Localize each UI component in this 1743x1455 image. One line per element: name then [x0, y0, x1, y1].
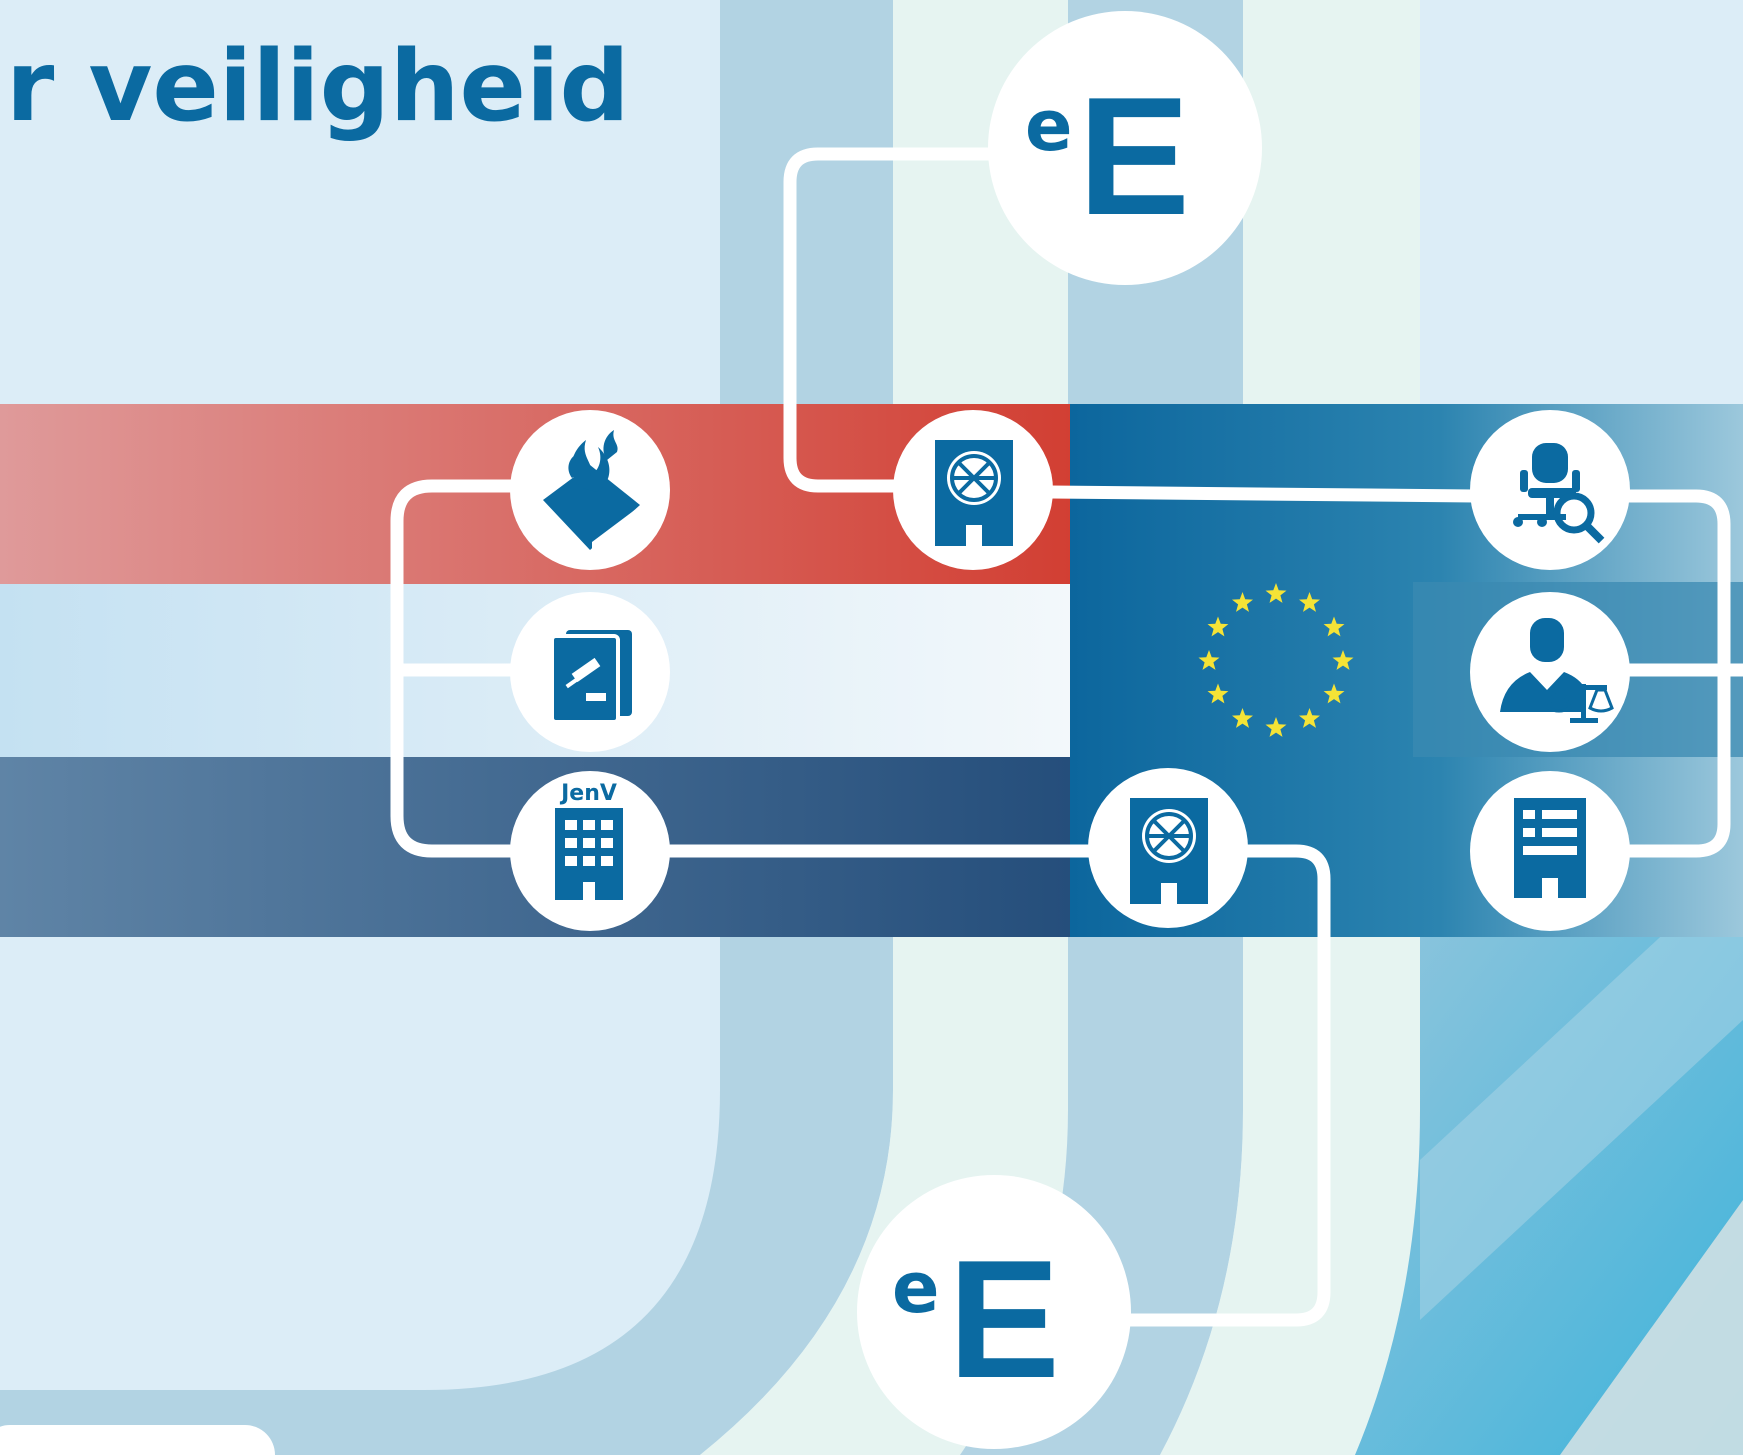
- node-police: [510, 410, 670, 570]
- office-building-icon: [1514, 798, 1586, 898]
- ee-badge-bottom-big: E: [948, 1225, 1060, 1413]
- connector-lines: [390, 147, 1743, 1327]
- ministry-label: JenV: [559, 781, 617, 806]
- node-eu-investigator: [1470, 410, 1630, 570]
- bottom-left-tab: [0, 1425, 275, 1455]
- gavel-book-icon: [550, 630, 632, 724]
- node-eu-office: [1470, 771, 1630, 931]
- police-flame-icon: [543, 430, 640, 552]
- node-eu-prosecutor: [1470, 592, 1630, 752]
- eu-star: [1207, 683, 1229, 704]
- eu-star: [1232, 708, 1253, 728]
- node-judiciary: [510, 592, 670, 752]
- investigation-chair-icon: [1513, 443, 1605, 544]
- eu-stars-circle-icon: [1198, 583, 1354, 737]
- connector-eu-embassy-bottom-ee: [1130, 844, 1331, 1327]
- prosecutor-scales-icon: [1500, 618, 1614, 723]
- node-nl-embassy: [893, 410, 1053, 570]
- ministry-building-icon: [555, 808, 623, 900]
- page-title: r veiligheid: [6, 30, 630, 144]
- eu-star: [1323, 683, 1345, 704]
- eu-star: [1299, 708, 1320, 728]
- eu-star: [1207, 616, 1229, 637]
- ee-badge-bottom: e E: [857, 1175, 1131, 1449]
- ee-badge-top-small: e: [1025, 85, 1072, 167]
- lane-light: [700, 0, 1068, 1455]
- eu-star: [1323, 616, 1345, 637]
- ee-badge-bottom-small: e: [892, 1247, 939, 1329]
- embassy-globe-building-icon: [1130, 798, 1208, 904]
- eu-star: [1332, 650, 1354, 670]
- eu-star: [1232, 592, 1253, 612]
- eu-star: [1265, 717, 1287, 737]
- lane-diagonal-stripe: [1420, 860, 1743, 1320]
- connector-embassy-investigator: [1049, 485, 1476, 503]
- eu-star: [1299, 592, 1320, 612]
- ee-badge-top-big: E: [1078, 62, 1190, 250]
- eu-star: [1198, 650, 1220, 670]
- lane-diagonal-pale: [1560, 1200, 1743, 1455]
- node-ministry: JenV: [510, 771, 670, 931]
- connector-top-ee-embassy: [783, 147, 990, 493]
- embassy-globe-building-icon: [935, 440, 1013, 546]
- lane-curve-left: [0, 0, 893, 1455]
- eu-star: [1265, 583, 1287, 603]
- node-eu-embassy: [1088, 768, 1248, 928]
- ee-badge-top: e E: [988, 11, 1262, 285]
